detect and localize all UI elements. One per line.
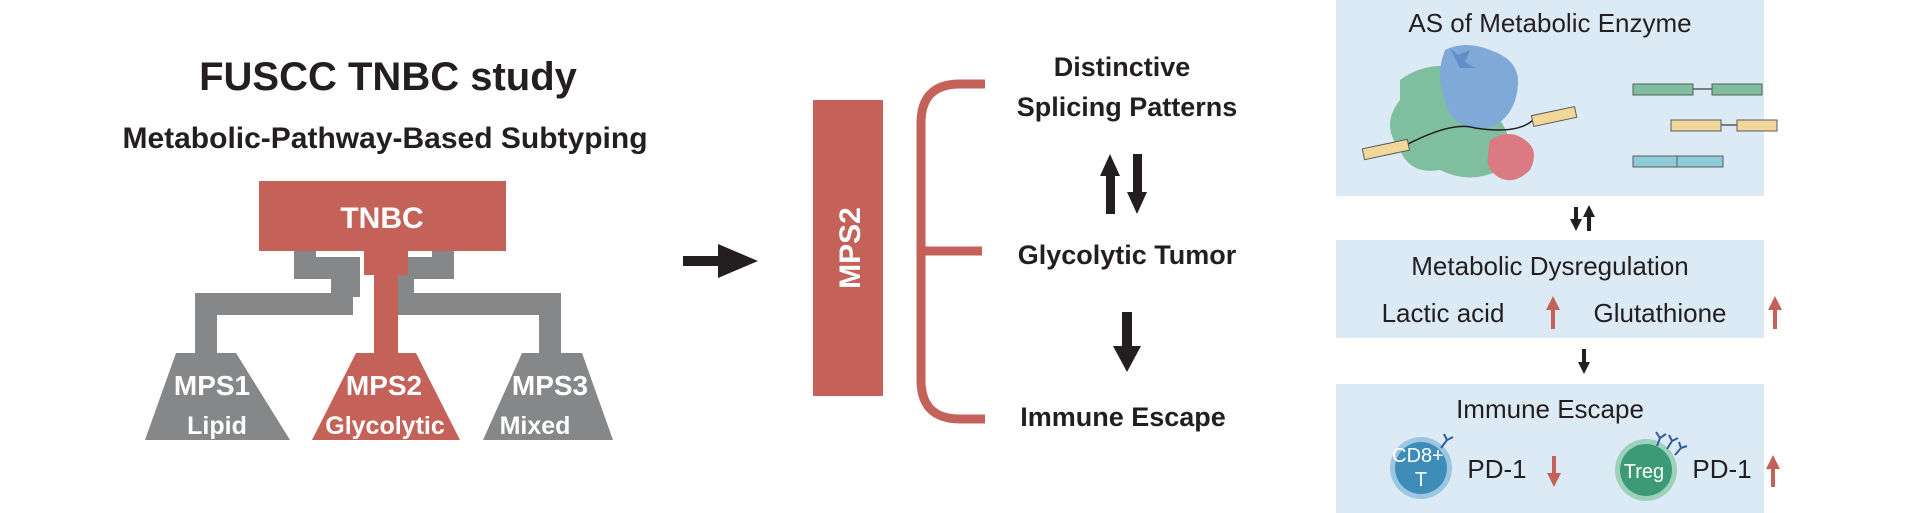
- connector-mps3: [385, 251, 561, 355]
- panel-metabolic: [1336, 240, 1764, 338]
- tnbc-root-label: TNBC: [340, 202, 423, 235]
- mps3-trapezoid: [483, 353, 613, 440]
- small-down-arrow-icon: [1578, 349, 1590, 374]
- mps2-trapezoid: [312, 353, 460, 440]
- treg-pd1-up-icon: [1766, 455, 1780, 487]
- treg-cell-icon: [1620, 444, 1672, 496]
- item-splicing-line2: Splicing Patterns: [1017, 92, 1238, 122]
- mps1-trapezoid: [145, 353, 290, 440]
- panel-metabolic-title: Metabolic Dysregulation: [1411, 251, 1688, 281]
- cd8-cell-icon: [1395, 442, 1447, 494]
- connector-mps1: [195, 251, 360, 355]
- cd8-cell-label-line2: T: [1415, 469, 1427, 491]
- mps1-desc: Lipid: [187, 412, 247, 440]
- mps1-label: MPS1: [174, 370, 250, 401]
- mps2-desc: Glycolytic: [325, 412, 445, 440]
- cd8-pd1-label: PD-1: [1467, 454, 1526, 484]
- mps2-box: [813, 100, 883, 396]
- small-up-down-arrows-icon: [1570, 205, 1595, 231]
- mps2-label: MPS2: [346, 370, 422, 401]
- lactic-acid-up-icon: [1546, 296, 1560, 329]
- protein-complex-icon: [1361, 45, 1578, 181]
- right-arrow-icon: [683, 244, 758, 278]
- splice-isoforms-icon: [1632, 83, 1778, 168]
- treg-receptors-icon: [1655, 431, 1688, 456]
- panel-as-enzyme-title: AS of Metabolic Enzyme: [1408, 8, 1691, 38]
- left-subtitle: Metabolic-Pathway-Based Subtyping: [122, 122, 647, 155]
- cd8-pd1-down-icon: [1547, 456, 1561, 487]
- cd8-receptor-icon: [1440, 433, 1454, 449]
- lactic-acid-label: Lactic acid: [1382, 298, 1505, 328]
- glutathione-up-icon: [1768, 296, 1782, 329]
- mps3-label: MPS3: [512, 370, 588, 401]
- connector-mps2-cap: [364, 251, 408, 275]
- left-section: FUSCC TNBC study Metabolic-Pathway-Based…: [122, 55, 648, 440]
- tnbc-root-box: [259, 181, 506, 251]
- treg-pd1-label: PD-1: [1692, 454, 1751, 484]
- item-splicing-line1: Distinctive: [1054, 52, 1191, 82]
- cd8-cell-label-line1: CD8+: [1392, 445, 1444, 467]
- right-section: AS of Metabolic Enzyme: [1336, 0, 1782, 513]
- mps2-box-label: MPS2: [834, 207, 867, 289]
- mps3-desc: Mixed: [500, 412, 571, 440]
- middle-section: MPS2 Distinctive Splicing Patterns Glyco…: [813, 52, 1237, 432]
- up-down-arrows-icon: [1100, 154, 1147, 214]
- treg-cell-label: Treg: [1624, 461, 1664, 483]
- panel-immune-title: Immune Escape: [1456, 394, 1644, 424]
- glutathione-label: Glutathione: [1594, 298, 1727, 328]
- down-arrow-icon: [1113, 312, 1141, 372]
- item-glycolytic: Glycolytic Tumor: [1018, 240, 1237, 270]
- left-title: FUSCC TNBC study: [199, 55, 578, 99]
- connector-mps2-stem: [374, 275, 398, 355]
- item-immune-escape: Immune Escape: [1020, 402, 1226, 432]
